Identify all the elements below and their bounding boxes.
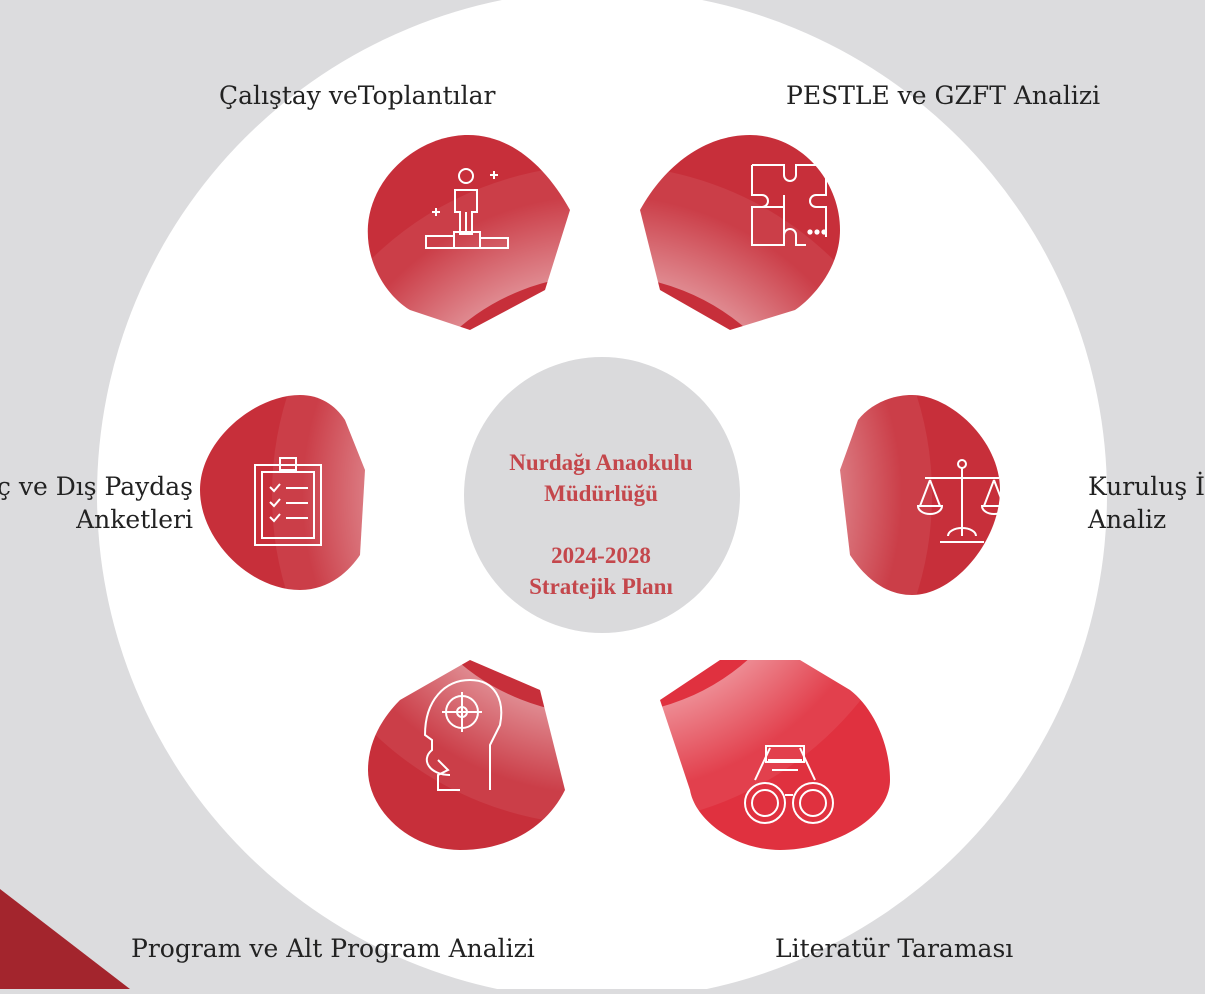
spokes: [214, 49, 991, 946]
step-label-program: Program ve Alt Program Analizi: [131, 934, 535, 963]
step-label-kurulus-line2: Analiz: [1088, 505, 1167, 534]
center-plan-years: 2024-2028: [551, 543, 651, 568]
center-plan-title: Stratejik Planı: [529, 574, 673, 599]
step-label-literatur: Literatür Taraması: [775, 934, 1014, 963]
balance-scale-icon: [916, 459, 1008, 543]
binoculars-icon: [744, 745, 834, 824]
step-label-calistay: Çalıştay veToplantılar: [219, 81, 496, 110]
step-label-pestle: PESTLE ve GZFT Analizi: [786, 81, 1101, 110]
corner-accent: [0, 889, 130, 989]
center-title-line2: Müdürlüğü: [544, 481, 658, 506]
puzzle-icon: [751, 164, 827, 246]
step-label-paydas-line2: Anketleri: [76, 505, 193, 534]
center-title: Nurdağı Anaokulu Müdürlüğü 2024-2028 Str…: [462, 447, 740, 602]
person-on-podium-icon: [425, 168, 509, 249]
center-title-line1: Nurdağı Anaokulu: [509, 450, 693, 475]
step-label-kurulus-line1: Kuruluş İçi: [1088, 472, 1205, 501]
step-label-paydas: İç ve Dış Paydaş Anketleri: [0, 470, 193, 536]
head-target-icon: [423, 678, 503, 791]
clipboard-checklist-icon: [254, 457, 322, 546]
step-label-paydas-line1: İç ve Dış Paydaş: [0, 472, 193, 501]
step-label-kurulus: Kuruluş İçi Analiz: [1088, 470, 1205, 536]
